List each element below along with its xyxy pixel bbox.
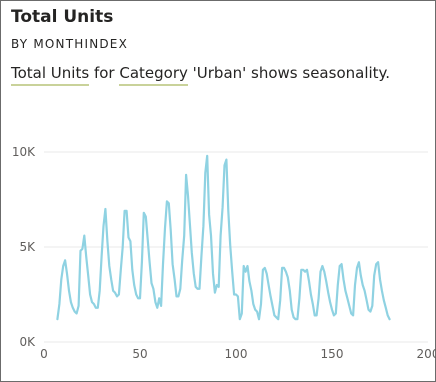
x-tick-label: 100: [225, 347, 248, 361]
smart-narrative: Total Units for Category 'Urban' shows s…: [11, 64, 391, 86]
narrative-text-rest: 'Urban' shows seasonality.: [192, 64, 391, 82]
y-tick-label: 10K: [12, 145, 36, 159]
y-tick-label: 0K: [19, 335, 36, 349]
x-tick-label: 150: [321, 347, 344, 361]
visual-title: Total Units: [11, 7, 114, 27]
narrative-measure-link[interactable]: Total Units: [11, 64, 90, 86]
narrative-field-link[interactable]: Category: [119, 64, 188, 86]
x-tick-label: 200: [417, 347, 436, 361]
x-tick-label: 50: [132, 347, 147, 361]
y-tick-label: 5K: [19, 240, 36, 254]
narrative-text: for: [93, 64, 115, 82]
visual-subtitle: BY MONTHINDEX: [11, 37, 129, 51]
x-tick-label: 0: [40, 347, 48, 361]
series-line[interactable]: [56, 154, 391, 321]
